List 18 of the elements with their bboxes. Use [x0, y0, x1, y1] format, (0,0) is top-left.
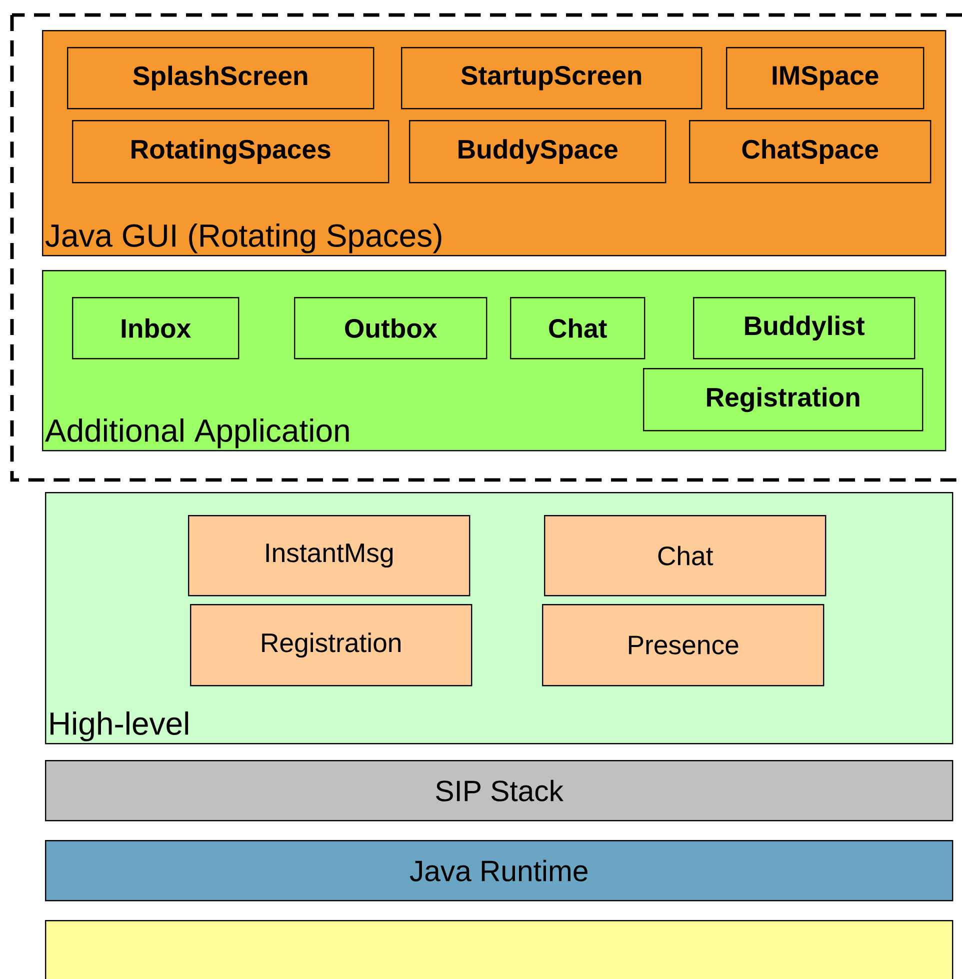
layer-band: SIP Stack [45, 760, 954, 822]
module-box: Registration [190, 604, 472, 686]
component-box: StartupScreen [401, 47, 702, 110]
component-box: BuddySpace [409, 120, 666, 184]
component-box: Inbox [72, 297, 240, 360]
component-box: IMSpace [726, 47, 924, 110]
component-box: SplashScreen [67, 47, 374, 110]
module-box: InstantMsg [188, 515, 470, 596]
module-box: Presence [542, 604, 824, 686]
component-box: Buddylist [693, 297, 916, 360]
component-box: Registration [643, 368, 924, 432]
component-box: Chat [510, 297, 646, 360]
component-box: Outbox [294, 297, 488, 360]
component-box: ChatSpace [689, 120, 932, 184]
layer-band: Java Runtime [45, 840, 954, 902]
component-box: RotatingSpaces [72, 120, 390, 184]
empty-band [45, 920, 954, 979]
module-box: Chat [544, 515, 826, 596]
